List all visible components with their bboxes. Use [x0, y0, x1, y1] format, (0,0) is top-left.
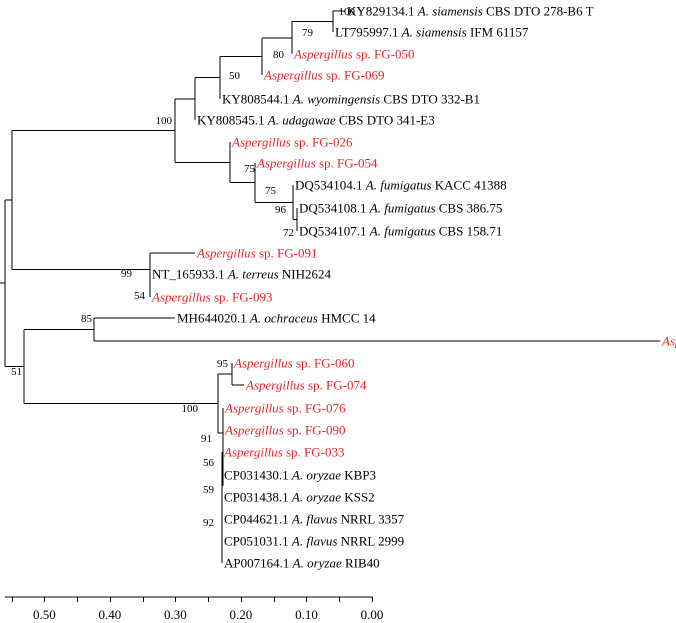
bootstrap-value: 72	[283, 227, 294, 239]
leaf-label: Aspergillus sp. FG-026	[231, 135, 353, 150]
axis-tick-label: 0.40	[98, 607, 121, 622]
leaf-label: MH644020.1 A. ochraceus HMCC 14	[177, 311, 376, 326]
bootstrap-value: 50	[229, 70, 241, 82]
bootstrap-value: 100	[156, 115, 173, 127]
bootstrap-value: 59	[203, 484, 215, 496]
leaf-label: CP051031.1 A. flavus NRRL 2999	[224, 534, 404, 549]
leaf-label: DQ534107.1 A. fumigatus CBS 158.71	[299, 224, 502, 239]
leaf-label: Aspergillus sp. FG-069	[263, 68, 385, 83]
bootstrap-value: 91	[201, 433, 212, 445]
leaf-label: Aspergillus sp. FG-091	[196, 246, 318, 261]
leaf-label: Aspergillus sp. FG-054	[256, 156, 378, 171]
leaf-label: Aspergillus sp. FG-090	[224, 423, 346, 438]
bootstrap-value: 75	[244, 163, 256, 175]
leaf-label: Aspergillus sp. FG-093	[151, 290, 273, 305]
leaf-label: CP031430.1 A. oryzae KBP3	[224, 468, 376, 483]
leaf-label: DQ534108.1 A. fumigatus CBS 386.75	[299, 201, 502, 216]
leaf-label: KY808545.1 A. udagawae CBS DTO 341-E3	[197, 113, 435, 128]
bootstrap-value: 92	[203, 517, 214, 529]
leaf-label: LT795997.1 A. siamensis IFM 61157	[335, 25, 529, 40]
bootstrap-value: 75	[265, 185, 277, 197]
axis-tick-label: 0.10	[295, 607, 318, 622]
bootstrap-value: 99	[121, 268, 133, 280]
leaf-label: DQ534104.1 A. fumigatus KACC 41388	[295, 178, 507, 193]
bootstrap-value: 51	[11, 366, 22, 378]
leaf-label: Aspergillus sp. FG-033	[223, 445, 345, 460]
bootstrap-value: 54	[134, 290, 146, 302]
bootstrap-value: 80	[273, 49, 285, 61]
leaf-label: Aspergillus sp. FG-050	[293, 47, 415, 62]
axis-tick-label: 0.30	[164, 607, 187, 622]
axis-tick-label: 0.00	[361, 607, 384, 622]
axis-tick-label: 0.20	[230, 607, 253, 622]
leaf-label: CP044621.1 A. flavus NRRL 3357	[224, 512, 405, 527]
axis-tick-label: 0.50	[33, 607, 56, 622]
leaf-labels: KY829134.1 A. siamensis CBS DTO 278-B6 T…	[151, 4, 676, 571]
leaf-label: NT_165933.1 A. terreus NIH2624	[152, 267, 331, 282]
distance-scale-axis: 0.50 0.40 0.30 0.20 0.10 0.00	[5, 596, 384, 622]
bootstrap-value: 79	[302, 27, 314, 39]
bootstrap-value: 100	[182, 403, 199, 415]
tree-branches	[0, 10, 660, 563]
leaf-label: Aspergillus sp. FG-076	[224, 401, 346, 416]
bootstrap-value: 56	[203, 457, 215, 469]
leaf-label: Aspergillus sp. FG-074	[245, 378, 367, 393]
bootstrap-value: 85	[81, 313, 93, 325]
leaf-label: AP007164.1 A. oryzae RIB40	[224, 556, 380, 571]
leaf-label: CP031438.1 A. oryzae KSS2	[224, 490, 375, 505]
bootstrap-value: 96	[275, 204, 287, 216]
bootstrap-value: 100	[339, 6, 356, 18]
leaf-label: Aspergillus sp. FG-088	[661, 334, 676, 349]
leaf-label: KY829134.1 A. siamensis CBS DTO 278-B6 T	[347, 4, 594, 19]
bootstrap-value: 95	[217, 358, 229, 370]
leaf-label: KY808544.1 A. wyomingensis CBS DTO 332-B…	[222, 92, 480, 107]
leaf-label: Aspergillus sp. FG-060	[233, 356, 355, 371]
